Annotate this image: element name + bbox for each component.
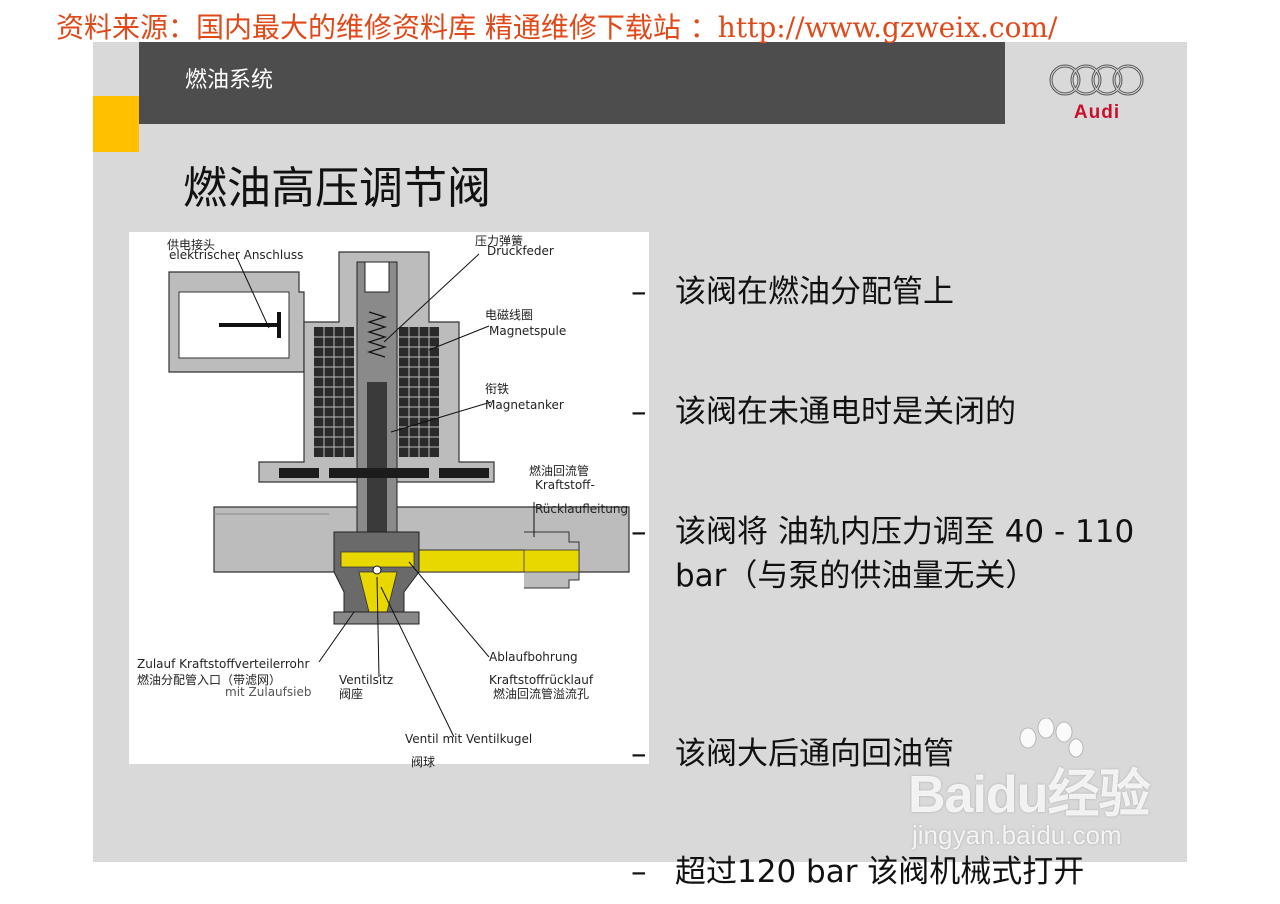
label-coil-cn: 电磁线圈 xyxy=(485,308,534,322)
bullet-marker: – xyxy=(631,854,647,890)
label-drain-de: Ablaufbohrung xyxy=(489,650,578,664)
accent-tab xyxy=(93,96,139,152)
bullet-marker: – xyxy=(631,736,647,772)
watermark-logo: Baidu经验 xyxy=(908,766,1150,824)
label-return-cn: 燃油回流管 xyxy=(529,464,590,478)
bullet-marker: – xyxy=(631,274,647,310)
bullet-item: –超过120 bar 该阀机械式打开 xyxy=(631,850,1151,894)
header-bar: 燃油系统 xyxy=(139,42,1005,124)
bullet-text: 该阀在燃油分配管上 xyxy=(675,274,954,310)
bullet-item: –该阀在未通电时是关闭的 xyxy=(631,390,1151,434)
label-armature-de: Magnetanker xyxy=(485,398,564,412)
paw-icon xyxy=(1019,718,1084,758)
valve-cross-section xyxy=(168,251,630,738)
bullet-text: 超过120 bar 该阀机械式打开 xyxy=(675,854,1085,890)
label-armature-cn: 衔铁 xyxy=(485,382,510,396)
label-spring-cn: 压力弹簧 xyxy=(475,234,524,248)
audi-logo: Audi xyxy=(1043,62,1153,124)
label-seat-cn: 阀座 xyxy=(339,687,364,701)
valve-diagram: 供电接头 elektrischer Anschluss 压力弹簧 Druckfe… xyxy=(129,232,649,769)
watermark-url: jingyan.baidu.com xyxy=(912,820,1122,850)
label-connector-cn: 供电接头 xyxy=(167,238,216,252)
section-title: 燃油系统 xyxy=(185,68,274,93)
slide-title: 燃油高压调节阀 xyxy=(183,163,491,214)
bullet-item: –该阀大后通向回油管 xyxy=(631,732,1151,776)
bullet-list: –该阀在燃油分配管上 –该阀在未通电时是关闭的 –该阀将 油轨内压力调至 40 … xyxy=(631,270,1151,890)
bullet-text: 该阀将 油轨内压力调至 40 - 110 bar（与泵的供油量无关） xyxy=(675,514,1135,594)
bullet-marker: – xyxy=(631,514,647,550)
label-connector-de: elektrischer Anschluss xyxy=(169,248,304,262)
label-coil-de: Magnetspule xyxy=(489,324,567,338)
label-ball-cn: 阀球 xyxy=(411,755,436,769)
label-inlet-de: Zulauf Kraftstoffverteilerrohr xyxy=(137,657,310,671)
bullet-text: 该阀大后通向回油管 xyxy=(675,736,954,772)
source-banner: 资料来源：国内最大的维修资料库 精通维修下载站 ：http://www.gzwe… xyxy=(56,11,1058,44)
label-overflow-cn: 燃油回流管溢流孔 xyxy=(493,687,590,701)
label-spring-de: Druckfeder xyxy=(487,244,554,258)
bullet-item: –该阀将 油轨内压力调至 40 - 110 bar（与泵的供油量无关） xyxy=(631,510,1145,598)
label-overflow-de: Kraftstoffrücklauf xyxy=(489,673,594,687)
audi-rings-icon xyxy=(1049,64,1144,96)
label-ball-de: Ventil mit Ventilkugel xyxy=(405,732,533,746)
label-return-de-1: Kraftstoff- xyxy=(535,478,595,492)
bullet-text: 该阀在未通电时是关闭的 xyxy=(675,394,1016,430)
bullet-item: –该阀在燃油分配管上 xyxy=(631,270,1151,314)
label-return-de-2: Rücklaufleitung xyxy=(535,502,629,516)
baidu-watermark: Baidu经验 jingyan.baidu.com xyxy=(908,718,1208,868)
bullet-marker: – xyxy=(631,394,647,430)
label-inlet-cn: 燃油分配管入口（带滤网） xyxy=(137,673,282,687)
audi-wordmark: Audi xyxy=(1073,102,1121,123)
label-inlet-de-2: mit Zulaufsieb xyxy=(225,685,312,699)
label-seat-de: Ventilsitz xyxy=(339,673,394,687)
slide: 燃油系统 Audi 燃油高压调节阀 xyxy=(93,42,1187,890)
